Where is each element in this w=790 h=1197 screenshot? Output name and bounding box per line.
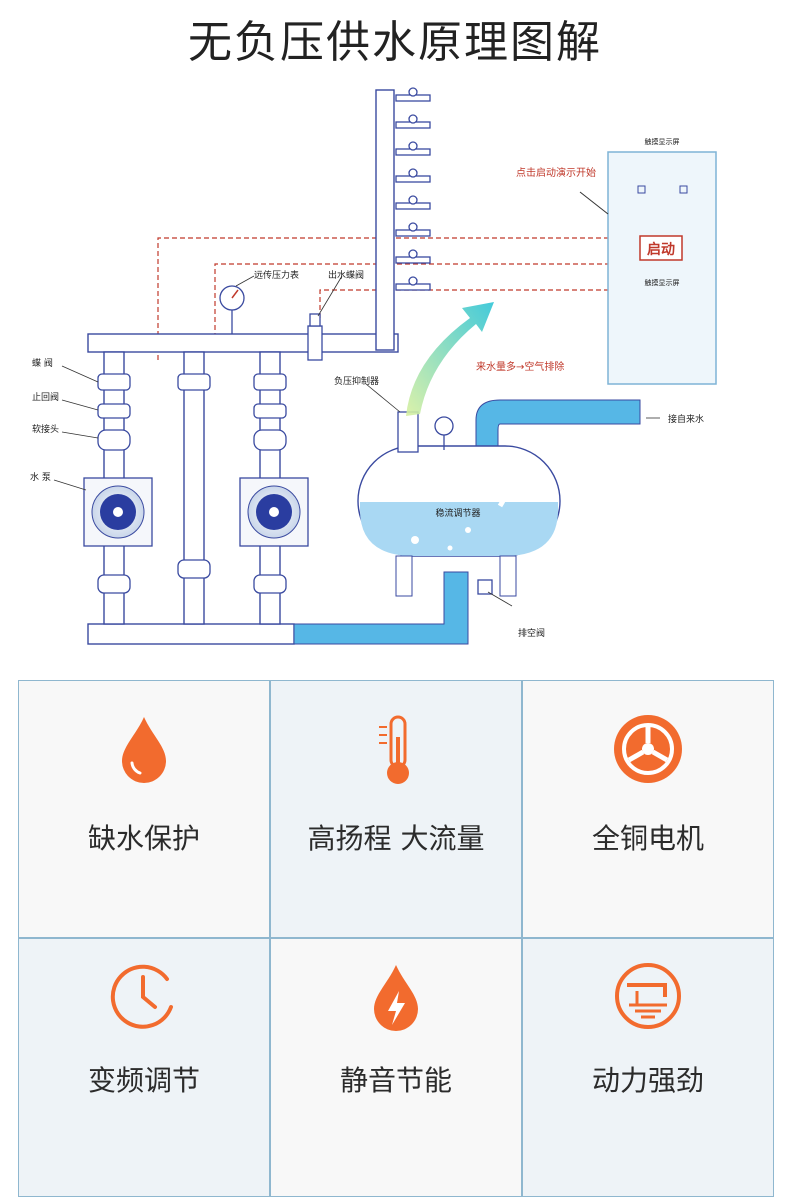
thermometer-icon — [379, 715, 409, 784]
air-note-label: 来水量多→空气排除 — [476, 360, 564, 373]
air-flow-arrow — [406, 302, 494, 416]
feature-card-silent: 静音节能 — [270, 938, 522, 1197]
feature-card-high-head: 高扬程 大流量 — [270, 680, 522, 938]
start-button-label: 启动 — [647, 241, 675, 258]
fan-wheel-icon — [614, 715, 682, 783]
water-supply-diagram: 启动 触摸显示屏 触摸显示屏 点击启动演示开始 蝶 阀 止回阀 软接头 水 泵 … — [30, 87, 717, 645]
energy-drop-icon — [374, 965, 418, 1031]
feature-grid: 缺水保护 高扬程 大流量 全铜电机 变频调节 — [18, 680, 774, 1197]
feature-card-copper-motor: 全铜电机 — [522, 680, 774, 938]
control-lines — [157, 237, 630, 360]
feature-card-water-protection: 缺水保护 — [18, 680, 270, 938]
feature-label: 变频调节 — [87, 1064, 200, 1097]
remote-gauge-label: 远传压力表 — [254, 269, 299, 281]
pump-fittings — [97, 373, 287, 594]
soft-joint-label: 软接头 — [32, 423, 59, 435]
riser-valves — [395, 87, 431, 291]
leader-lines — [53, 275, 660, 607]
inlet-label: 接自来水 — [668, 413, 704, 425]
feature-label: 静音节能 — [339, 1064, 452, 1097]
touch-screen-panel — [579, 151, 717, 385]
suppressor-label: 负压抑制器 — [334, 375, 379, 387]
feature-card-power: 动力强劲 — [522, 938, 774, 1197]
inlet-pipe-bottom — [293, 571, 469, 645]
page-title: 无负压供水原理图解 — [188, 17, 602, 68]
feature-label: 缺水保护 — [87, 822, 200, 855]
feature-label: 动力强劲 — [591, 1064, 704, 1097]
pressure-gauge — [219, 285, 245, 334]
clock-icon — [110, 964, 173, 1029]
main-pipes — [87, 89, 399, 645]
feature-label: 高扬程 大流量 — [307, 822, 485, 855]
stabilizer-label: 稳流调节器 — [435, 507, 480, 519]
outlet-valve — [307, 313, 323, 361]
pump-2 — [239, 477, 309, 547]
water-drop-icon — [122, 717, 166, 783]
screen-bottom-label: 触摸显示屏 — [645, 278, 680, 287]
pump-label: 水 泵 — [30, 471, 51, 483]
check-valve-label: 止回阀 — [32, 391, 59, 403]
suppressor — [397, 411, 493, 595]
pump-1 — [83, 477, 153, 547]
start-button[interactable]: 启动 — [639, 235, 683, 261]
screen-top-label: 触摸显示屏 — [645, 137, 680, 146]
faucet-icon — [615, 963, 681, 1029]
stabilizer-tank — [357, 445, 561, 597]
drain-valve-label: 排空阀 — [518, 627, 545, 639]
demo-hint-label: 点击启动演示开始 — [516, 166, 596, 179]
outlet-valve-label: 出水蝶阀 — [328, 269, 364, 281]
butterfly-valve-label: 蝶 阀 — [32, 357, 53, 369]
feature-label: 全铜电机 — [591, 822, 704, 855]
inlet-pipe-top — [475, 399, 641, 471]
feature-card-vfd: 变频调节 — [18, 938, 270, 1197]
